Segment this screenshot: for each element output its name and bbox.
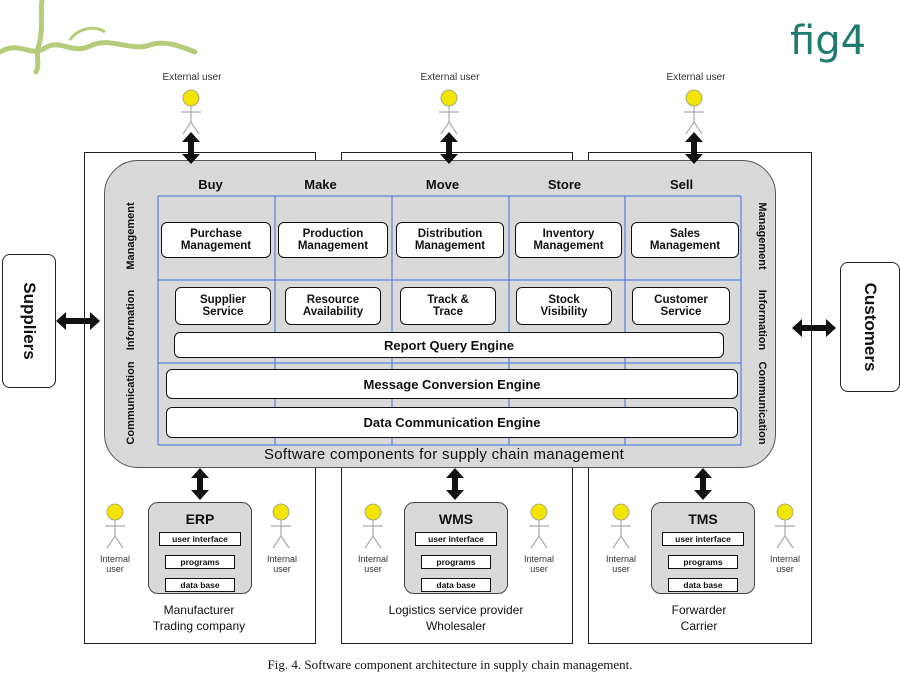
system-item: user interface <box>662 532 744 546</box>
module-line: Service <box>202 306 244 318</box>
internal-user-icon <box>528 503 550 549</box>
internal-user-icon <box>270 503 292 549</box>
module-line: Trace <box>432 306 464 318</box>
message-conversion-engine: Message Conversion Engine <box>166 369 738 399</box>
module-track-trace: Track &Trace <box>400 287 496 325</box>
column-make: Make <box>304 177 337 192</box>
module-line: Visibility <box>540 306 588 318</box>
suppliers-box: Suppliers <box>2 254 56 388</box>
system-item: programs <box>421 555 491 569</box>
system-item: data base <box>668 578 738 592</box>
bidirectional-arrow-icon <box>440 132 458 164</box>
bidirectional-arrow-icon <box>446 468 464 500</box>
system-title: TMS <box>688 511 718 527</box>
tms-system-box: TMS user interface programs data base <box>651 502 755 594</box>
system-item: data base <box>165 578 235 592</box>
module-line: Management <box>649 240 721 252</box>
module-line: Availability <box>302 306 364 318</box>
external-user-label: External user <box>666 72 726 83</box>
bidirectional-arrow-icon <box>694 468 712 500</box>
external-user-label: External user <box>420 72 480 83</box>
module-line: Management <box>533 240 604 252</box>
bidirectional-arrow-icon <box>792 319 836 337</box>
internal-user-icon <box>104 503 126 549</box>
bidirectional-arrow-icon <box>685 132 703 164</box>
data-communication-engine: Data Communication Engine <box>166 407 738 438</box>
wms-system-box: WMS user interface programs data base <box>404 502 508 594</box>
figure-caption: Fig. 4. Software component architecture … <box>267 657 633 672</box>
internal-user-icon <box>610 503 632 549</box>
external-user-icon <box>438 89 460 135</box>
column-move: Move <box>425 177 460 192</box>
bidirectional-arrow-icon <box>191 468 209 500</box>
module-line: Sales <box>669 228 701 240</box>
logo-vine-icon <box>0 0 198 75</box>
system-item: programs <box>668 555 738 569</box>
system-item: data base <box>421 578 491 592</box>
system-title: WMS <box>438 511 474 527</box>
system-item: user interface <box>415 532 497 546</box>
customers-box: Customers <box>840 262 900 392</box>
module-line: Stock <box>548 294 580 306</box>
bidirectional-arrow-icon <box>56 312 100 330</box>
system-item: programs <box>165 555 235 569</box>
module-line: Purchase <box>190 228 242 240</box>
system-item: user interface <box>159 532 241 546</box>
report-query-engine: Report Query Engine <box>174 332 724 358</box>
column-sell: Sell <box>669 177 694 192</box>
module-line: Inventory <box>542 228 595 240</box>
panel-caption: Software components for supply chain man… <box>263 446 625 463</box>
column-buy: Buy <box>198 177 223 192</box>
module-line: Supplier <box>199 294 246 306</box>
module-line: Production <box>302 228 364 240</box>
figure-label: fig4 <box>790 18 867 64</box>
module-line: Track & <box>427 294 469 306</box>
bidirectional-arrow-icon <box>182 132 200 164</box>
column-store: Store <box>547 177 582 192</box>
module-line: Management <box>414 240 486 252</box>
external-user-icon <box>683 89 705 135</box>
external-user-icon <box>180 89 202 135</box>
erp-system-box: ERP user interface programs data base <box>148 502 252 594</box>
module-line: Customer <box>654 294 708 306</box>
module-line: Service <box>660 306 702 318</box>
module-line: Management <box>180 240 252 252</box>
module-line: Distribution <box>417 228 483 240</box>
module-line: Management <box>297 240 369 252</box>
internal-user-icon <box>774 503 796 549</box>
system-title: ERP <box>185 511 215 527</box>
module-line: Resource <box>306 294 360 306</box>
external-user-label: External user <box>162 72 222 83</box>
internal-user-icon <box>362 503 384 549</box>
